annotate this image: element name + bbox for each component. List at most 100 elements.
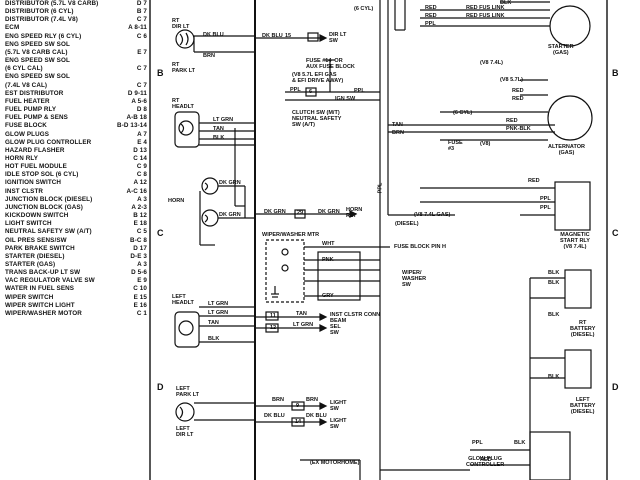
index-ref: D 8 (136, 106, 147, 114)
wire-tan-3: TAN (296, 311, 307, 317)
wire-lt-grn-2: LT GRN (208, 301, 229, 307)
wire-conn-29: 29 (297, 210, 304, 216)
index-name: KICKDOWN SWITCH (5, 212, 69, 220)
index-ref: C 14 (133, 154, 147, 162)
wire-brn-2: BRN (272, 397, 284, 403)
index-ref: C 7 (136, 65, 147, 73)
index-ref: E 15 (133, 293, 147, 301)
wire-red-3: RED (512, 88, 524, 94)
wire-blk-7: BLK (548, 374, 560, 380)
index-name: STARTER (GAS) (5, 261, 56, 268)
index-name: GLOW PLUG CONTROLLER (5, 138, 92, 146)
index-row: STARTER (GAS)A 3 (5, 261, 147, 269)
wire-lt-grn-4: LT GRN (293, 322, 314, 328)
magnetic-start-rly-label: MAGNETIC START RLY (V8 7.4L) (560, 232, 590, 250)
index-name: FUEL PUMP RLY (5, 106, 57, 114)
index-ref: E 18 (133, 220, 147, 228)
index-ref: B-D 13-14 (117, 122, 147, 130)
wire-red-6: RED (528, 178, 540, 184)
index-name: HAZARD FLASHER (5, 146, 65, 154)
wire-blk-3: BLK (500, 0, 512, 6)
index-name: ENG SPEED RLY (6 CYL) (5, 32, 82, 40)
wire-red-fus-link-1: RED FUS LINK (466, 5, 505, 11)
index-ref: A 8-11 (128, 24, 147, 32)
index-name: STARTER (DIESEL) (5, 252, 65, 260)
index-ref: A-B 18 (126, 114, 147, 122)
index-name: JUNCTION BLOCK (GAS) (5, 203, 83, 211)
index-row: NEUTRAL SAFETY SW (A/T)C 5 (5, 228, 147, 236)
wire-conn-6: 6 (309, 89, 313, 95)
index-name: VAC REGULATOR VALVE SW (5, 277, 95, 285)
wire-brn-3: BRN (306, 397, 318, 403)
index-ref: C 6 (136, 32, 147, 40)
index-ref (145, 57, 147, 65)
rt-dir-lt-label: RT DIR LT (172, 18, 190, 30)
wire-v8-74l-1: (V8 7.4L) (480, 60, 503, 66)
wire-6cyl-1: (6 CYL) (354, 6, 374, 12)
fuse14-label: FUSE #14 OR AUX FUSE BLOCK (306, 58, 355, 70)
wire-pnk: PNK (322, 257, 334, 263)
zone-b-right: B (612, 68, 619, 78)
wire-dk-blu-1: DK BLU (203, 32, 224, 38)
index-name: INST CLSTR (5, 187, 44, 195)
horn-rly-label: HORN RLY (346, 207, 363, 219)
left-park-lt-label: LEFT PARK LT (176, 386, 200, 398)
index-row: DISTRIBUTOR (6 CYL)B 7 (5, 8, 147, 16)
index-ref: B-C 8 (130, 236, 147, 244)
fuse14-note: (V8 5.7L EFI GAS & EFI DRIVE AWAY) (292, 72, 344, 84)
index-row: (6 CYL CAL) C 7 (5, 65, 147, 73)
index-name: PARK BRAKE SWITCH (5, 244, 75, 252)
rt-headlt-label: RT HEADLT (172, 98, 194, 110)
starter-gas-label: STARTER (GAS) (548, 44, 574, 56)
wire-v8-74l-gas: (V8 7.4L GAS) (414, 212, 451, 218)
wire-brn-4: BRN (392, 130, 404, 136)
ex-motorhome-label: (EX MOTORHOME) (310, 460, 360, 466)
index-ref: C 10 (133, 285, 147, 293)
index-ref: A 2-3 (131, 203, 147, 211)
wire-ign-sw: IGN SW (335, 96, 356, 102)
wire-dk-grn-1: DK GRN (219, 180, 241, 186)
index-row: JUNCTION BLOCK (GAS) A 2-3 (5, 204, 147, 212)
wire-red-fus-link-2: RED FUS LINK (466, 13, 505, 19)
index-ref: D 7 (136, 0, 147, 7)
wire-dk-grn-4: DK GRN (318, 209, 340, 215)
index-name: ENG SPEED SW SOL (5, 73, 70, 81)
index-name: EST DISTRIBUTOR (5, 89, 64, 97)
zone-d-left: D (157, 382, 164, 392)
wire-conn-15: 15 (285, 33, 292, 39)
wire-conn-14: 14 (295, 419, 302, 425)
index-row: FUEL PUMP RLY D 8 (5, 106, 147, 114)
index-name: (6 CYL CAL) (5, 65, 43, 73)
index-ref: D-E 3 (130, 252, 147, 260)
wire-v8: (V8) (480, 141, 491, 147)
index-row: ENG SPEED SW SOL (5, 41, 147, 49)
wire-dk-grn-3: DK GRN (264, 209, 286, 215)
index-name: DISTRIBUTOR (5.7L V8 CARB) (5, 0, 99, 7)
index-name: FUEL PUMP & SENS (5, 114, 68, 122)
alternator-label: ALTERNATOR (GAS) (548, 144, 585, 156)
index-row: DISTRIBUTOR (7.4L V8)C 7 (5, 16, 147, 24)
index-row: ENG SPEED SW SOL (5, 73, 147, 81)
index-row: (7.4L V8 CAL)C 7 (5, 82, 147, 90)
index-name: IDLE STOP SOL (6 CYL) (5, 171, 79, 179)
rt-park-lt-label: RT PARK LT (172, 62, 196, 74)
wire-ppl-4: PPL (540, 196, 551, 202)
index-name: FUEL HEATER (5, 97, 50, 105)
glow-plug-controller-label: GLOW PLUG CONTROLLER (466, 456, 505, 468)
wire-tan-1: TAN (213, 126, 224, 132)
wire-blk-6: BLK (548, 312, 560, 318)
index-name: JUNCTION BLOCK (DIESEL) (5, 195, 93, 203)
index-name: DISTRIBUTOR (7.4L V8) (5, 16, 78, 24)
